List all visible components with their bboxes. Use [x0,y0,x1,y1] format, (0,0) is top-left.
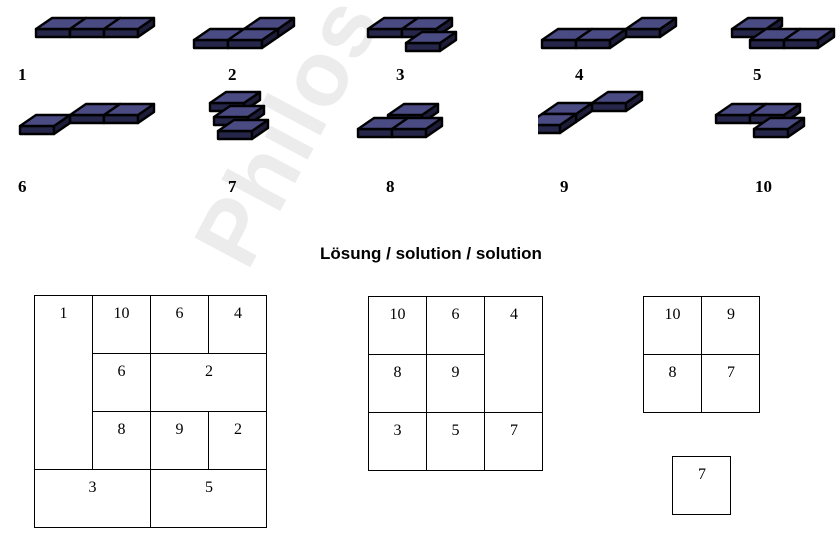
piece-2-shape [192,16,296,50]
piece-4-shape [540,16,678,50]
piece-2 [190,14,330,89]
solution-grid-1: 1 10 6 4 6 2 8 9 2 3 5 [34,295,267,528]
cell-piece-number: 6 [117,363,126,380]
grid-cell: 5 [151,470,267,528]
piece-number: 8 [386,177,395,196]
grid-cell: 10 [93,296,151,354]
grid-cell: 4 [209,296,267,354]
piece-4 [538,14,678,89]
grid-cell: 3 [35,470,151,528]
grid-cell: 7 [673,457,731,515]
pieces-panel: 1 2 3 4 5 6 7 8 9 10 [0,0,836,215]
cell-piece-number: 7 [727,364,735,381]
piece-6-shape [18,102,156,136]
piece-7 [206,88,346,163]
cell-piece-number: 9 [451,364,460,381]
cell-piece-number: 5 [205,479,213,496]
cell-piece-number: 3 [88,479,97,496]
piece-8-shape [356,102,444,139]
grid-cell: 6 [151,296,209,354]
piece-number: 2 [228,65,237,84]
solution-grid-4: 7 [672,456,731,515]
piece-number: 1 [18,65,27,84]
grid-cell: 8 [93,412,151,470]
grid-cell: 10 [369,297,427,355]
grid-cell: 4 [485,297,543,413]
piece-number: 10 [755,177,772,196]
grid-cell: 1 [35,296,93,470]
cell-piece-number: 6 [175,305,184,322]
grid-cell: 3 [369,413,427,471]
cell-piece-number: 10 [389,306,406,323]
piece-5 [712,14,836,89]
solution-grid-3: 10 9 8 7 [643,296,760,413]
piece-7-shape [208,90,270,141]
piece-number: 6 [18,177,27,196]
piece-number: 7 [228,177,237,196]
grid-cell: 2 [151,354,267,412]
piece-number: 5 [753,65,762,84]
grid-cell: 5 [427,413,485,471]
cell-piece-number: 4 [234,305,242,322]
piece-10-shape [714,102,806,139]
grid-cell: 8 [369,355,427,413]
piece-number: 3 [396,65,405,84]
cell-piece-number: 10 [113,305,130,322]
cell-piece-number: 7 [698,466,706,483]
grid-cell: 7 [702,355,760,413]
cell-piece-number: 8 [117,421,126,438]
piece-10 [712,100,836,175]
piece-9 [524,88,678,163]
grid-cell: 2 [209,412,267,470]
grid-cell: 9 [151,412,209,470]
piece-number: 4 [575,65,584,84]
grid-cell: 6 [93,354,151,412]
solution-title: Lösung / solution / solution [320,244,542,263]
piece-5-shape [730,16,836,50]
grid-cell: 8 [644,355,702,413]
piece-8 [350,100,490,175]
cell-piece-number: 9 [727,306,735,323]
grid-cell: 10 [644,297,702,355]
piece-9-shape [524,90,644,135]
piece-3-shape [366,16,458,53]
cell-piece-number: 5 [451,422,460,439]
piece-3 [364,14,504,89]
solution-grid-2: 10 6 4 8 9 3 5 7 [368,296,543,471]
cell-piece-number: 6 [451,306,460,323]
grid-cell: 7 [485,413,543,471]
cell-piece-number: 9 [175,421,184,438]
cell-piece-number: 2 [234,421,242,438]
cell-piece-number: 4 [510,306,518,323]
piece-1-shape [34,16,156,39]
grid-cell: 6 [427,297,485,355]
piece-number: 9 [560,177,569,196]
piece-1 [16,14,156,89]
grid-cell: 9 [702,297,760,355]
cell-piece-number: 8 [668,364,677,381]
cell-piece-number: 10 [664,306,681,323]
cell-piece-number: 1 [59,305,68,322]
piece-6 [16,100,156,175]
cell-piece-number: 7 [510,422,518,439]
cell-piece-number: 3 [393,422,402,439]
cell-piece-number: 8 [393,364,402,381]
grid-cell: 9 [427,355,485,413]
cell-piece-number: 2 [205,363,213,380]
